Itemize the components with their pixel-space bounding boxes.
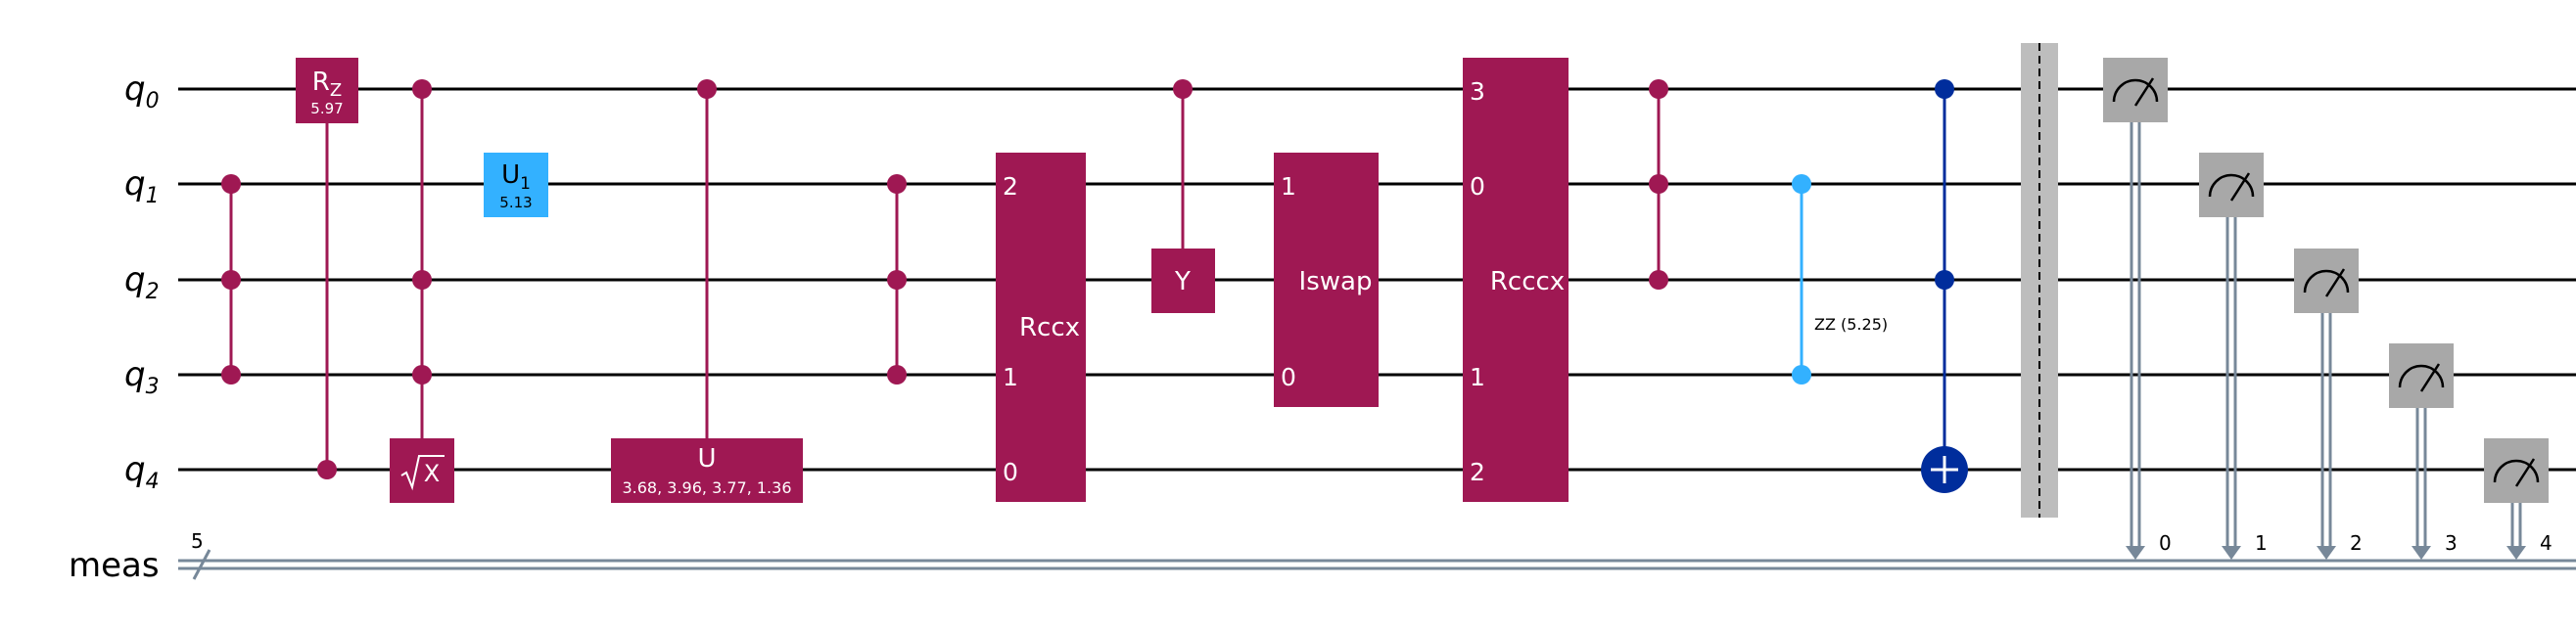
measurement-2: 2 xyxy=(2294,249,2363,560)
control-dot xyxy=(1649,270,1668,290)
u1-gate: U1 5.13 xyxy=(484,153,548,217)
qubit-labels: q0 q1 q2 q3 q4 meas xyxy=(69,69,160,585)
rccx-pin: 1 xyxy=(1003,363,1018,391)
meter-icon xyxy=(2398,364,2445,388)
control-dot xyxy=(221,174,241,194)
measurement-3: 3 xyxy=(2389,343,2458,560)
bus-slash xyxy=(192,549,211,580)
u-params: 3.68, 3.96, 3.77, 1.36 xyxy=(622,478,791,497)
svg-text:Iswap: Iswap xyxy=(1299,267,1373,296)
zz-dot xyxy=(1792,365,1811,385)
control-dot xyxy=(1649,174,1668,194)
control-dot xyxy=(221,270,241,290)
meter-icon xyxy=(2493,459,2540,483)
rccx-pin: 0 xyxy=(1003,458,1018,486)
rcccx-pin: 0 xyxy=(1470,172,1485,201)
u1-param: 5.13 xyxy=(499,194,532,211)
meas-bit-label: 2 xyxy=(2350,531,2363,555)
ccz-gate-2 xyxy=(887,174,907,385)
rcccx-pin: 2 xyxy=(1470,458,1485,486)
cy-gate: Y xyxy=(1151,79,1215,313)
svg-text:RZ: RZ xyxy=(312,68,342,101)
control-dot xyxy=(887,174,907,194)
iswap-pin: 0 xyxy=(1281,363,1296,391)
meas-bit-label: 1 xyxy=(2255,531,2268,555)
control-dot xyxy=(1173,79,1193,99)
creg-label: meas xyxy=(69,546,160,585)
measurement-4: 4 xyxy=(2484,438,2553,560)
meas-bit-label: 3 xyxy=(2445,531,2458,555)
control-dot xyxy=(412,365,432,385)
iswap-gate: Iswap 1 0 xyxy=(1274,153,1379,407)
control-dot xyxy=(221,365,241,385)
cu-gate: U 3.68, 3.96, 3.77, 1.36 xyxy=(611,79,803,503)
meas-bit-label: 4 xyxy=(2540,531,2553,555)
control-dot xyxy=(412,270,432,290)
rccx-gate: Rccx 2 1 0 xyxy=(996,153,1086,502)
meter-icon xyxy=(2208,173,2255,198)
qubit-label-q3: q3 xyxy=(124,355,160,399)
control-dot xyxy=(1649,79,1668,99)
svg-text:Rccx: Rccx xyxy=(1019,313,1080,342)
control-dot xyxy=(317,460,337,479)
qubit-label-q1: q1 xyxy=(124,164,160,208)
ccx-gate xyxy=(1921,79,1968,493)
qubit-label-q0: q0 xyxy=(124,69,160,113)
iswap-pin: 1 xyxy=(1281,172,1296,201)
control-dot xyxy=(1935,270,1954,290)
rz-gate: RZ 5.97 xyxy=(296,58,358,479)
zz-dot xyxy=(1792,174,1811,194)
ccz-gate-3 xyxy=(1649,79,1668,290)
svg-text:Y: Y xyxy=(1174,267,1191,296)
measurement-1: 1 xyxy=(2199,153,2268,560)
zz-label: ZZ (5.25) xyxy=(1814,315,1888,334)
rcccx-gate: Rcccx 3 0 1 2 xyxy=(1463,58,1569,502)
control-dot xyxy=(887,270,907,290)
classical-wire xyxy=(178,559,2576,570)
csx-gate: X xyxy=(390,79,454,503)
zz-gate: ZZ (5.25) xyxy=(1792,174,1888,385)
meter-icon xyxy=(2112,78,2159,103)
rccx-pin: 2 xyxy=(1003,172,1018,201)
rz-param: 5.97 xyxy=(310,100,343,117)
barrier xyxy=(2021,43,2058,518)
measurement-0: 0 xyxy=(2103,58,2172,560)
svg-text:Rcccx: Rcccx xyxy=(1490,267,1565,296)
ccz-gate-1 xyxy=(221,174,241,385)
rcccx-pin: 3 xyxy=(1470,77,1485,106)
svg-text:U: U xyxy=(697,444,716,474)
svg-text:X: X xyxy=(424,460,440,487)
qubit-label-q2: q2 xyxy=(124,260,160,304)
rcccx-pin: 1 xyxy=(1470,363,1485,391)
control-dot xyxy=(412,79,432,99)
meter-icon xyxy=(2303,269,2350,294)
control-dot xyxy=(697,79,717,99)
svg-text:U1: U1 xyxy=(501,160,531,194)
control-dot xyxy=(1935,79,1954,99)
sqrt-icon xyxy=(400,455,445,491)
control-dot xyxy=(887,365,907,385)
creg-size: 5 xyxy=(191,529,204,553)
meas-bit-label: 0 xyxy=(2159,531,2172,555)
qubit-label-q4: q4 xyxy=(124,450,160,494)
